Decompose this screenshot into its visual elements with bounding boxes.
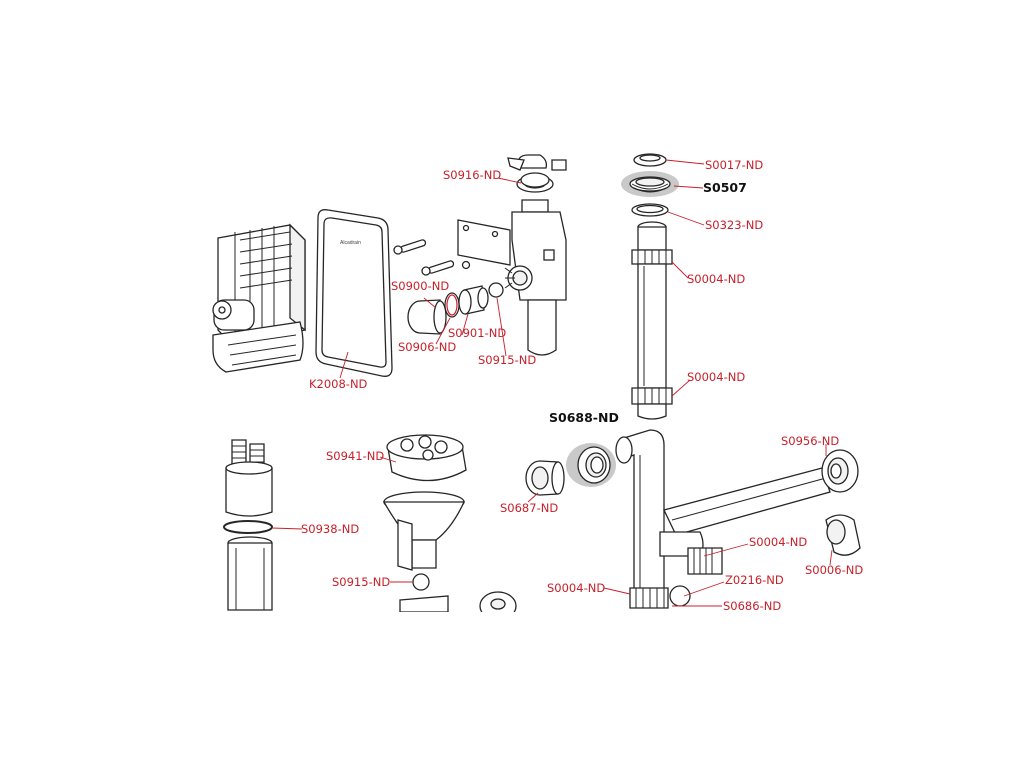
label-s0004-d: S0004-ND [547,581,606,595]
label-s0686: S0686-ND [723,601,782,612]
label-s0901: S0901-ND [448,326,507,340]
label-z0216: Z0216-ND [725,573,784,587]
label-s0507: S0507 [703,180,747,195]
s0906-ring-part [444,292,460,318]
label-s0004-b: S0004-ND [687,370,746,384]
label-s0688: S0688-ND [549,410,619,425]
label-s0915-b: S0915-ND [332,575,391,589]
horizontal-pipe-part [659,467,831,575]
panel-logo-text: Alcadrain [340,240,361,246]
valve-body-part [504,154,567,356]
leader-lines [271,159,833,607]
label-s0956: S0956-ND [781,434,840,448]
screw-parts [393,239,471,276]
funnel-part [382,491,466,571]
label-s0323: S0323-ND [705,218,764,232]
label-s0004-a: S0004-ND [687,272,746,286]
s0938-oring-part [223,520,273,534]
flush-panel-part: Alcadrain [315,209,393,377]
s0916-nut-part [520,172,550,188]
label-s0938: S0938-ND [301,522,360,536]
s0507-highlight-part [621,171,679,197]
siphon-box-part [212,223,306,373]
vertical-pipe-part [631,221,673,420]
s0323-ring-part [631,203,669,217]
s0941-cover-part [386,434,467,482]
crop-edge [0,612,1024,768]
s0017-ring-part [633,153,667,167]
label-s0006: S0006-ND [805,563,864,577]
mounting-bracket-part [457,219,511,266]
elbow-pipe-part [615,429,665,601]
s0687-adapter-part [525,460,565,496]
label-s0687: S0687-ND [500,501,559,515]
s0901-adapter-part [458,285,489,315]
s0006-rosette-part [825,514,861,556]
label-s0900: S0900-ND [391,279,450,293]
label-s0906: S0906-ND [398,340,457,354]
s0915-ball-part [488,282,504,298]
s0915-ball-lower-part [412,573,430,591]
label-s0916: S0916-ND [443,168,502,182]
hose-connector-part [225,439,273,517]
bottom-left-pipe-part [227,536,273,611]
label-s0017: S0017-ND [705,158,764,172]
label-s0941: S0941-ND [326,449,385,463]
label-k2008: K2008-ND [309,377,368,391]
s0900-cap-part [407,299,447,335]
lower-nut-part [629,585,691,609]
s0956-rosette-part [821,449,859,493]
label-s0004-c: S0004-ND [749,535,808,549]
s0688-highlight-part [566,443,616,487]
label-s0915-a: S0915-ND [478,353,537,367]
